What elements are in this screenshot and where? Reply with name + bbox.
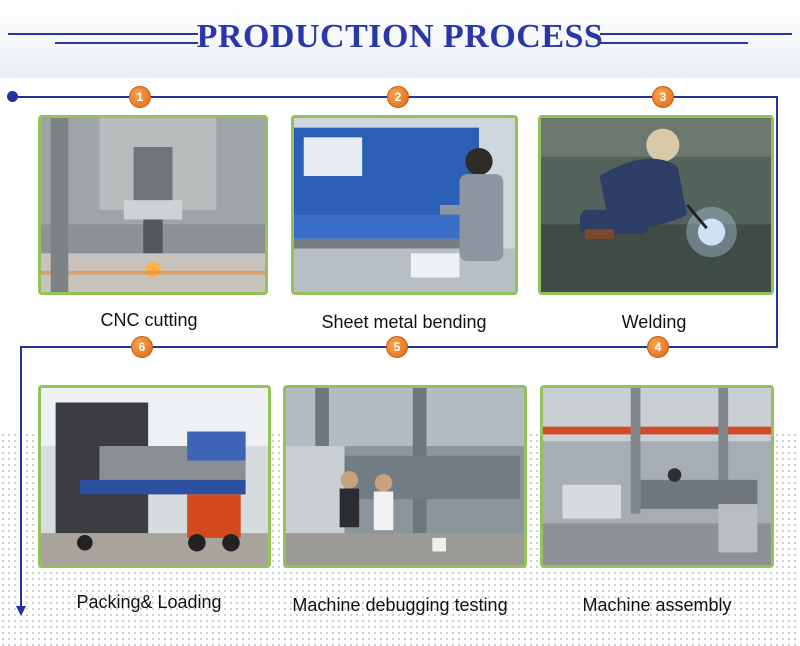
caption-step-1: CNC cutting: [100, 310, 198, 330]
caption-step-6: Packing& Loading: [76, 592, 222, 612]
title-rule-right-lower: [600, 42, 748, 44]
page-title: PRODUCTION PROCESS: [196, 18, 604, 55]
photo-machine-debugging-testing: [283, 385, 527, 568]
photo-cnc-cutting: [38, 115, 268, 295]
step-badge-1: 1: [129, 86, 151, 108]
step-badge-2: 2: [387, 86, 409, 108]
caption-step-4: Machine assembly: [582, 595, 732, 615]
flow-line-right: [776, 96, 778, 348]
caption-step-2: Sheet metal bending: [321, 312, 487, 332]
title-rule-left-lower: [55, 42, 198, 44]
step-badge-4: 4: [647, 336, 669, 358]
step-badge-5: 5: [386, 336, 408, 358]
title-rule-left-upper: [8, 33, 198, 35]
header-band: [0, 0, 800, 78]
photo-packing-loading: [38, 385, 271, 568]
photo-machine-assembly: [540, 385, 774, 568]
step-badge-3: 3: [652, 86, 674, 108]
title-rule-right-upper: [600, 33, 792, 35]
caption-step-5: Machine debugging testing: [292, 595, 508, 615]
step-badge-6: 6: [131, 336, 153, 358]
caption-step-3: Welding: [621, 312, 687, 332]
photo-welding: [538, 115, 774, 295]
flow-line-left: [20, 346, 22, 608]
photo-sheet-metal-bending: [291, 115, 518, 295]
flow-arrow-down-icon: [16, 606, 26, 616]
